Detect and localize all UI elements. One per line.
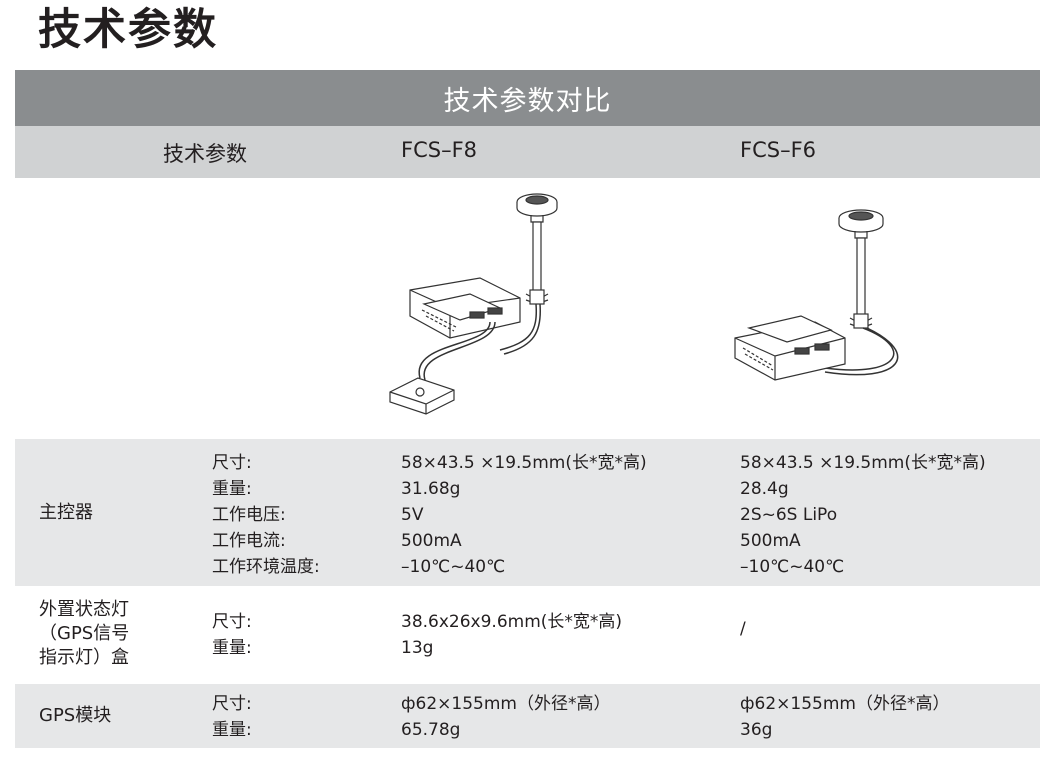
fcs-f6-values: / bbox=[740, 619, 746, 639]
row-labels: 尺寸: 重量: 工作电压: 工作电流: 工作环境温度: bbox=[212, 453, 320, 577]
table-row-main-controller: 主控器 尺寸: 重量: 工作电压: 工作电流: 工作环境温度: 58×43.5 … bbox=[15, 439, 1040, 586]
row-labels: 尺寸: 重量: bbox=[212, 612, 252, 658]
fcs-f8-values: ф62×155mm（外径*高） 65.78g bbox=[401, 694, 611, 740]
fcs-f8-values: 38.6x26x9.6mm(长*宽*高) 13g bbox=[401, 612, 623, 658]
fcs-f6-values: ф62×155mm（外径*高） 36g bbox=[740, 694, 950, 740]
fcs-f6-product-image bbox=[734, 209, 899, 381]
spec-comparison-table: 技术参数对比 技术参数 FCS–F8 FCS–F6 bbox=[15, 70, 1040, 748]
table-row-status-light-box: 外置状态灯 （GPS信号 指示灯）盒 尺寸: 重量: 38.6x26x9.6mm… bbox=[15, 586, 1040, 684]
row-labels: 尺寸: 重量: bbox=[212, 694, 252, 740]
table-header-row: 技术参数 FCS–F8 FCS–F6 bbox=[15, 126, 1040, 178]
fcs-f6-values: 58×43.5 ×19.5mm(长*宽*高) 28.4g 2S~6S LiPo … bbox=[740, 453, 986, 577]
header-spec: 技术参数 bbox=[163, 142, 247, 166]
header-fcs-f8: FCS–F8 bbox=[401, 138, 478, 162]
row-category: 主控器 bbox=[39, 502, 93, 523]
product-image-row bbox=[15, 178, 1040, 439]
header-fcs-f6: FCS–F6 bbox=[740, 138, 817, 162]
fcs-f8-product-image bbox=[389, 193, 558, 415]
table-caption: 技术参数对比 bbox=[15, 70, 1040, 126]
row-category: GPS模块 bbox=[39, 705, 112, 726]
table-row-gps-module: GPS模块 尺寸: 重量: ф62×155mm（外径*高） 65.78g ф62… bbox=[15, 684, 1040, 748]
page-title: 技术参数 bbox=[38, 5, 218, 55]
fcs-f8-values: 58×43.5 ×19.5mm(长*宽*高) 31.68g 5V 500mA –… bbox=[401, 453, 647, 577]
row-category: 外置状态灯 （GPS信号 指示灯）盒 bbox=[39, 599, 130, 668]
